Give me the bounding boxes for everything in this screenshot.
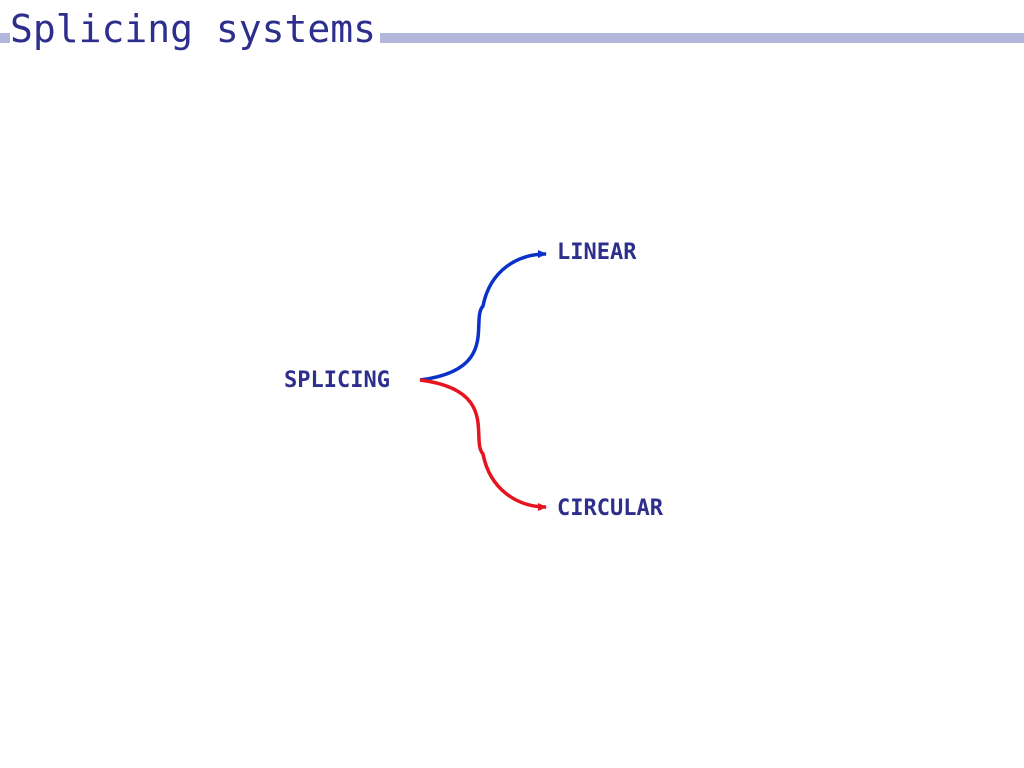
- branch-node-label-linear: LINEAR: [557, 240, 637, 265]
- page-title: Splicing systems: [10, 6, 381, 52]
- root-node-label: SPLICING: [284, 368, 390, 393]
- arrow-to-linear: [419, 250, 547, 382]
- branch-node-label-circular: CIRCULAR: [557, 496, 663, 521]
- title-underline-bar: [0, 33, 1024, 43]
- arrow-to-circular: [419, 378, 547, 511]
